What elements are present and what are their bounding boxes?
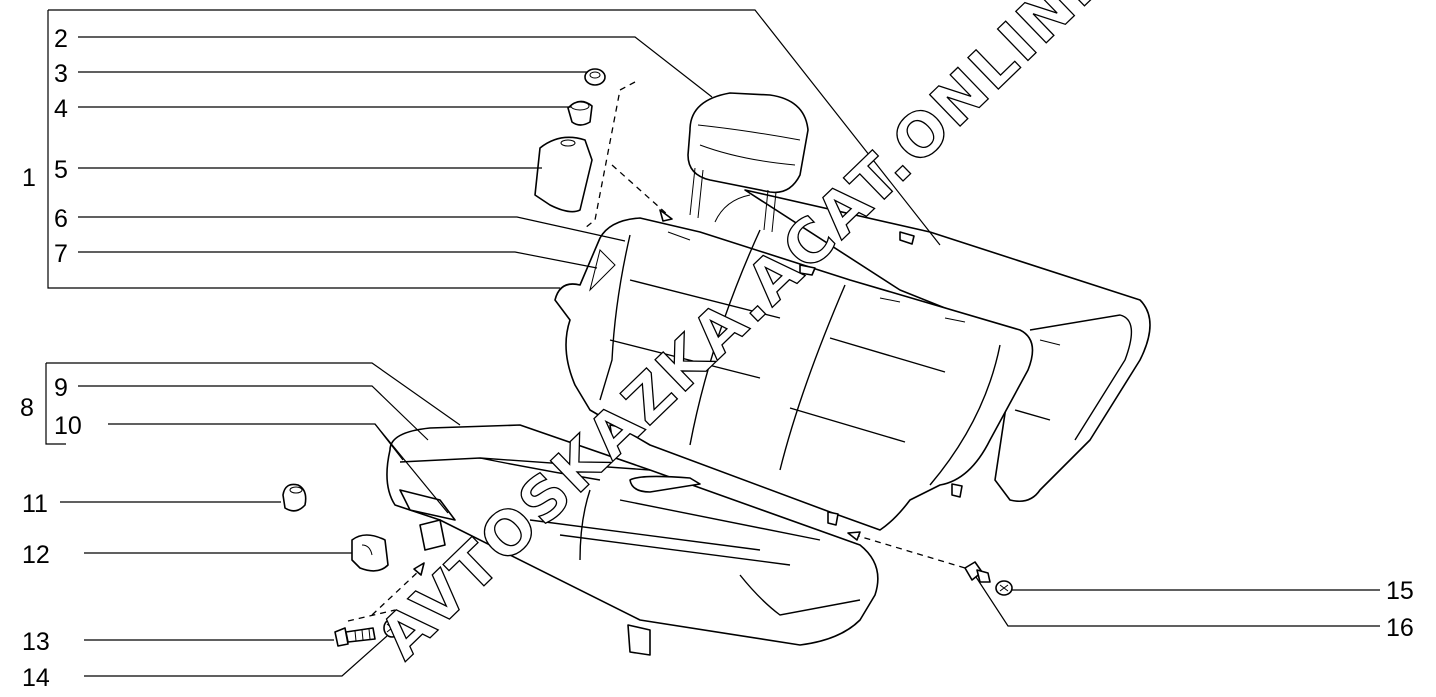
callout-10: 10 bbox=[54, 412, 82, 440]
callout-3: 3 bbox=[54, 60, 68, 88]
callout-9: 9 bbox=[54, 374, 68, 402]
callout-15: 15 bbox=[1386, 577, 1414, 605]
callout-7: 7 bbox=[54, 240, 68, 268]
bracket-part-12 bbox=[351, 534, 389, 572]
callout-14: 14 bbox=[22, 664, 50, 692]
cover-part-5 bbox=[534, 136, 593, 213]
callout-8: 8 bbox=[20, 394, 34, 422]
callout-numbers: 1 2 3 4 5 6 7 8 9 10 11 12 13 14 15 16 bbox=[20, 25, 1414, 692]
backrest-main-section bbox=[554, 217, 1034, 531]
cap-part-3 bbox=[584, 68, 606, 86]
callout-12: 12 bbox=[22, 541, 50, 569]
backrest-right-section bbox=[744, 189, 1151, 503]
callout-6: 6 bbox=[54, 205, 68, 233]
sleeve-part-4 bbox=[567, 100, 593, 126]
buffer-part-11 bbox=[282, 483, 307, 512]
bolt-part-13 bbox=[334, 627, 376, 647]
callout-11: 11 bbox=[22, 490, 48, 518]
callout-2: 2 bbox=[54, 25, 68, 53]
nut-part-15 bbox=[995, 580, 1013, 596]
leader-lines bbox=[45, 9, 1380, 677]
seat-cushion bbox=[386, 424, 879, 656]
assembly-dashed-lines bbox=[347, 81, 966, 622]
callout-16: 16 bbox=[1386, 614, 1414, 642]
callout-1: 1 bbox=[22, 164, 36, 192]
head-restraint bbox=[687, 92, 809, 233]
bolt-part-16 bbox=[964, 561, 991, 583]
washer-part-14 bbox=[383, 618, 401, 638]
callout-4: 4 bbox=[54, 95, 68, 123]
callout-5: 5 bbox=[54, 156, 68, 184]
callout-13: 13 bbox=[22, 628, 50, 656]
